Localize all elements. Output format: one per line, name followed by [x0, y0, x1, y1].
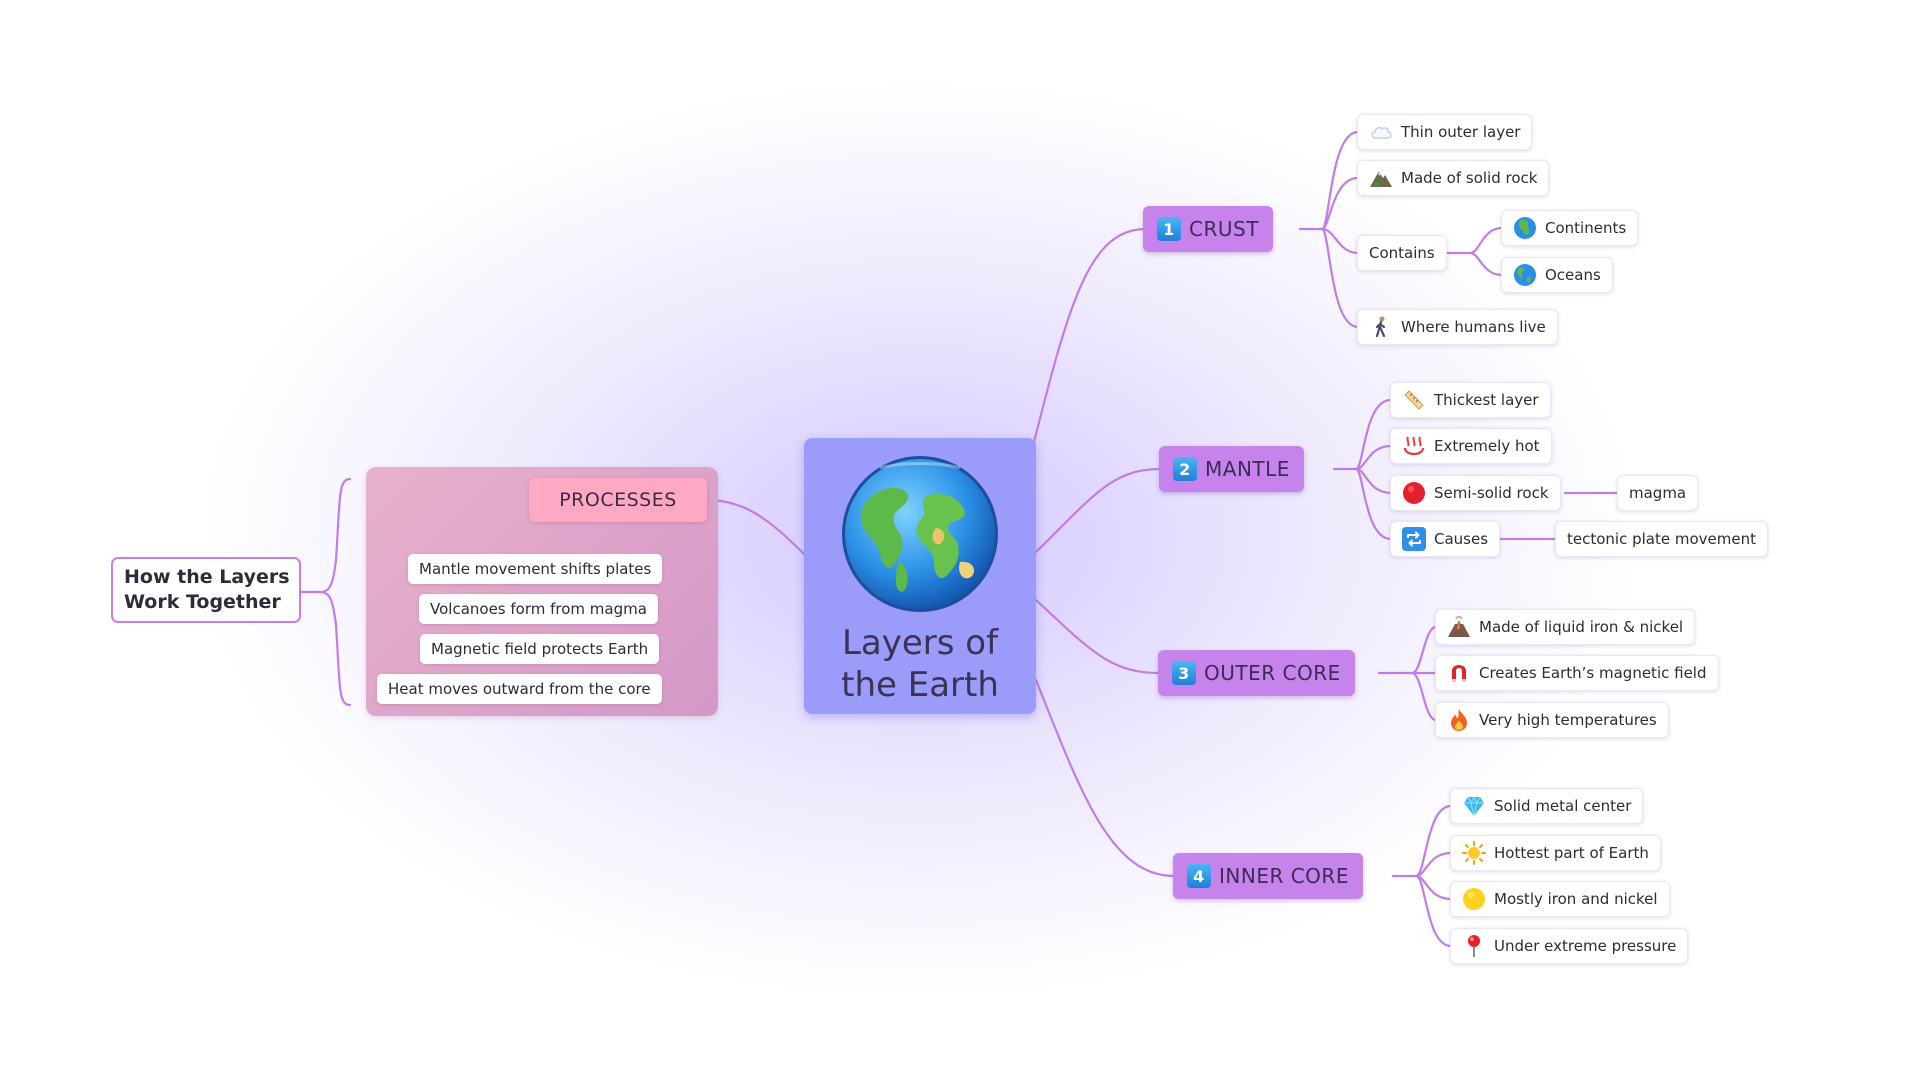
leaf-text: tectonic plate movement	[1567, 530, 1756, 548]
link-crust-humans	[1320, 227, 1360, 329]
number-badge: 4	[1187, 864, 1211, 888]
leaf-text: Thickest layer	[1434, 391, 1539, 409]
topic-crust[interactable]: 1 CRUST	[1143, 206, 1273, 252]
leaf-liquid-iron-nickel[interactable]: Made of liquid iron & nickel	[1435, 609, 1696, 645]
pushpin-icon	[1462, 934, 1486, 958]
link-inner-pressure	[1414, 874, 1453, 948]
mountain-icon	[1369, 166, 1393, 190]
link-central-processes	[705, 498, 808, 558]
leaf-hottest-part[interactable]: Hottest part of Earth	[1450, 835, 1661, 871]
topic-crust-label: CRUST	[1189, 217, 1259, 241]
leaf-text: Thin outer layer	[1401, 123, 1521, 141]
number-badge: 3	[1172, 661, 1196, 685]
leaf-where-humans-live[interactable]: Where humans live	[1357, 309, 1558, 345]
leaf-extreme-pressure[interactable]: Under extreme pressure	[1450, 928, 1689, 964]
hot-springs-icon	[1402, 434, 1426, 458]
leaf-text: Mostly iron and nickel	[1494, 890, 1658, 908]
link-inner-metal	[1391, 804, 1453, 878]
globe-earth-icon	[842, 456, 998, 612]
leaf-text: Solid metal center	[1494, 797, 1632, 815]
leaf-text: Semi-solid rock	[1434, 484, 1549, 502]
leaf-contains[interactable]: Contains	[1357, 235, 1447, 271]
globe-americas-icon	[1513, 263, 1537, 287]
number-badge: 1	[1157, 217, 1181, 241]
leaf-text: Continents	[1545, 219, 1627, 237]
ruler-icon	[1402, 388, 1426, 412]
leaf-text: Made of liquid iron & nickel	[1479, 618, 1684, 636]
leaf-thin-outer-layer[interactable]: Thin outer layer	[1357, 114, 1533, 150]
leaf-iron-and-nickel[interactable]: Mostly iron and nickel	[1450, 881, 1670, 917]
leaf-causes[interactable]: Causes	[1390, 521, 1501, 557]
red-circle-icon	[1402, 481, 1426, 505]
number-badge: 2	[1173, 457, 1197, 481]
leaf-text: Contains	[1369, 244, 1435, 262]
link-crust-contains	[1320, 227, 1360, 255]
topic-outer-core[interactable]: 3 OUTER CORE	[1158, 650, 1355, 696]
leaf-text: Extremely hot	[1434, 437, 1540, 455]
link-central-outer-core	[1034, 598, 1161, 675]
repeat-arrows-icon	[1402, 527, 1426, 551]
topic-mantle[interactable]: 2 MANTLE	[1159, 446, 1304, 492]
walking-person-icon	[1369, 315, 1393, 339]
link-crust-rock	[1320, 176, 1360, 231]
central-title: Layers of the Earth	[841, 623, 999, 705]
link-contains-oceans	[1468, 251, 1504, 277]
processes-topic[interactable]: PROCESSES	[529, 478, 707, 522]
central-topic[interactable]: Layers of the Earth	[804, 438, 1036, 714]
leaf-text: Hottest part of Earth	[1494, 844, 1649, 862]
process-item[interactable]: Volcanoes form from magma	[419, 594, 658, 624]
topic-outer-core-label: OUTER CORE	[1204, 661, 1341, 685]
sun-icon	[1462, 841, 1486, 865]
leaf-text: Oceans	[1545, 266, 1601, 284]
link-outer-temps	[1410, 671, 1438, 722]
leaf-made-of-solid-rock[interactable]: Made of solid rock	[1357, 160, 1550, 196]
leaf-text: Causes	[1434, 530, 1489, 548]
leaf-magnetic-field[interactable]: Creates Earth’s magnetic field	[1435, 655, 1719, 691]
link-contains-continents	[1444, 226, 1504, 255]
leaf-oceans[interactable]: Oceans	[1501, 257, 1613, 293]
process-item[interactable]: Heat moves outward from the core	[377, 674, 662, 704]
topic-inner-core-label: INNER CORE	[1219, 864, 1349, 888]
process-item[interactable]: Mantle movement shifts plates	[408, 554, 663, 584]
leaf-extremely-hot[interactable]: Extremely hot	[1390, 428, 1552, 464]
leaf-semi-solid-rock[interactable]: Semi-solid rock	[1390, 475, 1561, 511]
process-item[interactable]: Magnetic field protects Earth	[420, 634, 660, 664]
leaf-text: Where humans live	[1401, 318, 1546, 336]
leaf-solid-metal-center[interactable]: Solid metal center	[1450, 788, 1644, 824]
topic-mantle-label: MANTLE	[1205, 457, 1290, 481]
leaf-text: Creates Earth’s magnetic field	[1479, 664, 1707, 682]
leaf-thickest-layer[interactable]: Thickest layer	[1390, 382, 1551, 418]
leaf-text: magma	[1629, 484, 1687, 502]
leaf-text: Made of solid rock	[1401, 169, 1538, 187]
globe-africa-icon	[1513, 216, 1537, 240]
leaf-text: Under extreme pressure	[1494, 937, 1677, 955]
fire-icon	[1447, 708, 1471, 732]
topic-inner-core[interactable]: 4 INNER CORE	[1173, 853, 1363, 899]
leaf-continents[interactable]: Continents	[1501, 210, 1639, 246]
summary-topic[interactable]: How the Layers Work Together	[111, 557, 301, 623]
yellow-circle-icon	[1462, 887, 1486, 911]
link-central-inner-core	[1034, 678, 1176, 878]
gem-icon	[1462, 794, 1486, 818]
cloud-icon	[1369, 120, 1393, 144]
link-mantle-causes	[1354, 467, 1393, 541]
link-mantle-thick	[1332, 398, 1393, 471]
leaf-text: Very high temperatures	[1479, 711, 1657, 729]
leaf-very-high-temperatures[interactable]: Very high temperatures	[1435, 702, 1669, 738]
link-central-crust	[1032, 227, 1148, 444]
link-outer-liquid	[1377, 625, 1438, 675]
leaf-tectonic-plate-movement[interactable]: tectonic plate movement	[1555, 521, 1768, 557]
link-central-mantle	[1034, 467, 1162, 554]
magnet-icon	[1447, 661, 1471, 685]
leaf-magma[interactable]: magma	[1617, 475, 1699, 511]
summary-brace	[319, 477, 352, 707]
volcano-icon	[1447, 615, 1471, 639]
